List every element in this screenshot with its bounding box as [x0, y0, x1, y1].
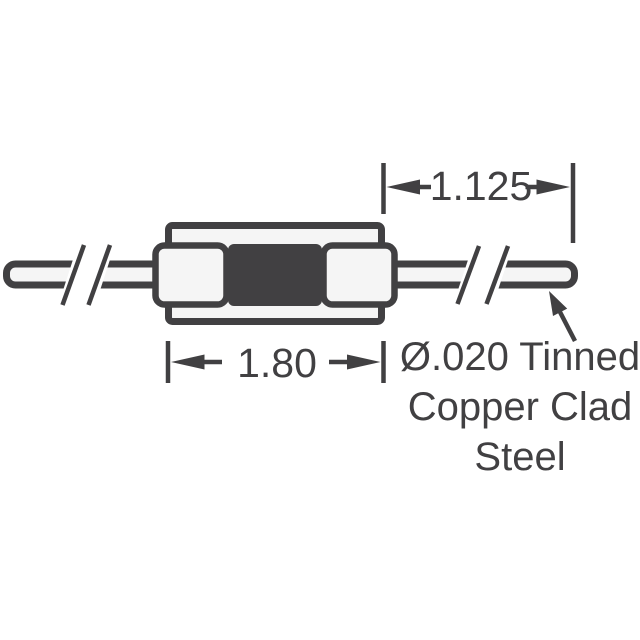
dimension-lead-length: 1.125 [381, 163, 576, 243]
lead-length-value: 1.125 [430, 163, 533, 209]
break-mark-left [57, 241, 116, 309]
break-slash [484, 245, 511, 305]
break-mark-right [452, 242, 514, 308]
end-cap-left [152, 242, 230, 308]
break-slash [60, 244, 87, 306]
break-slash [86, 244, 113, 306]
lead-note-line-3: Steel [474, 435, 565, 479]
arrowhead-right-icon [536, 179, 570, 195]
dimension-body-length: 1.80 [165, 340, 386, 386]
lead-leader-arrow [549, 291, 577, 343]
body-length-value: 1.80 [237, 340, 317, 386]
end-cap-right [320, 242, 398, 308]
break-mask [57, 241, 116, 309]
lead-material-note: Ø.020 Tinned Copper Clad Steel [400, 335, 640, 479]
break-slash [455, 245, 482, 305]
lead-note-line-1: Ø.020 Tinned [400, 335, 640, 379]
arrowhead-left-icon [386, 179, 420, 195]
element-band [228, 244, 322, 306]
leader-line [558, 310, 577, 343]
lead-note-line-2: Copper Clad [408, 385, 633, 429]
arrowhead-left-icon [171, 354, 205, 370]
arrowhead-right-icon [347, 354, 381, 370]
break-mask [452, 242, 514, 308]
leader-arrowhead-icon [549, 291, 568, 316]
